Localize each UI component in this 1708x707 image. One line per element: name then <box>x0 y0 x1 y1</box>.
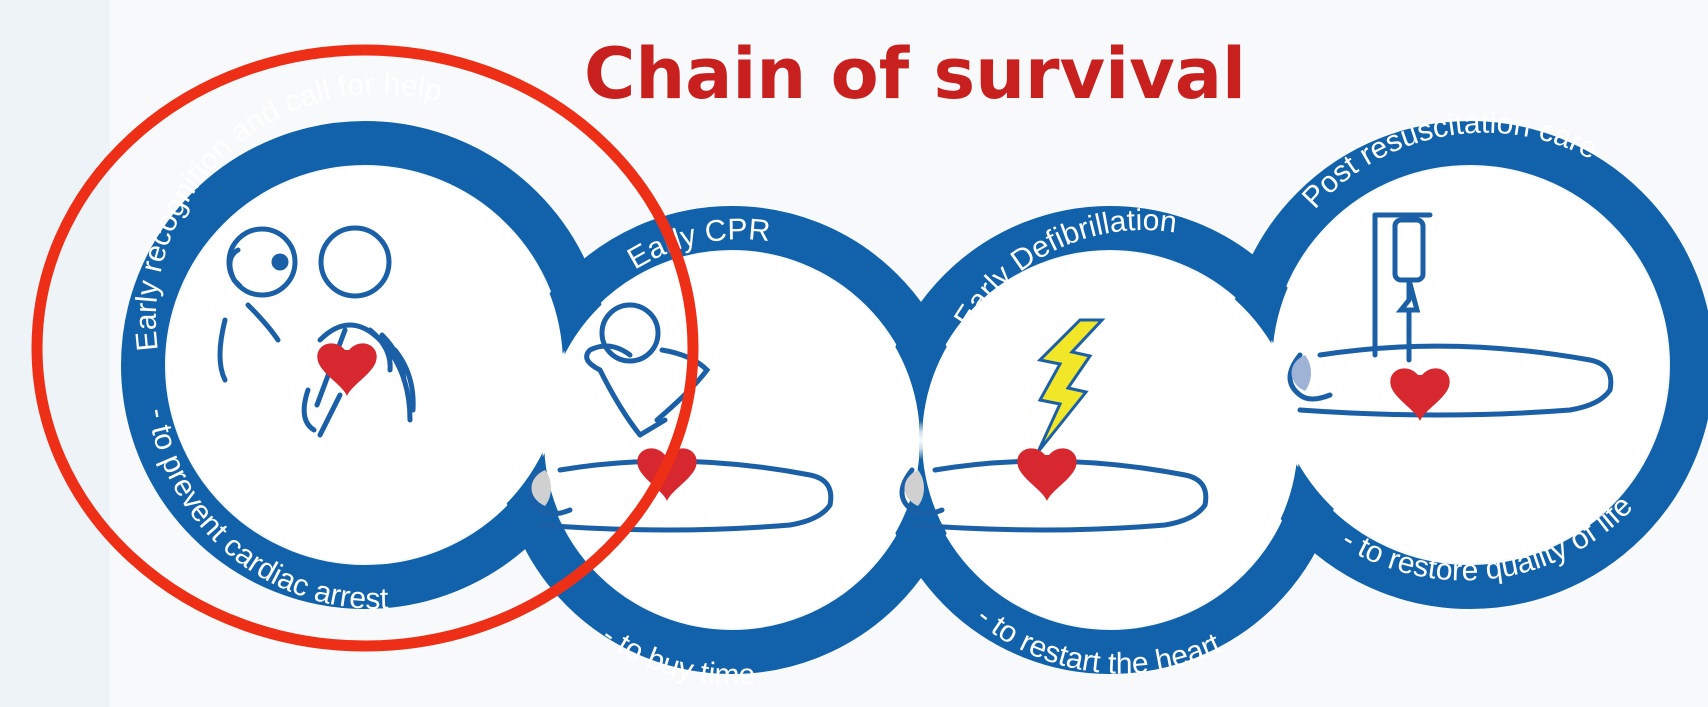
iv-drip-patient-icon <box>1287 212 1614 421</box>
page-title: Chain of survival <box>584 33 1246 115</box>
left-margin-strip <box>0 0 110 707</box>
annotation-circle <box>31 44 699 652</box>
defibrillation-shock-icon <box>899 318 1209 533</box>
phone-call-heart-icon <box>217 225 416 438</box>
